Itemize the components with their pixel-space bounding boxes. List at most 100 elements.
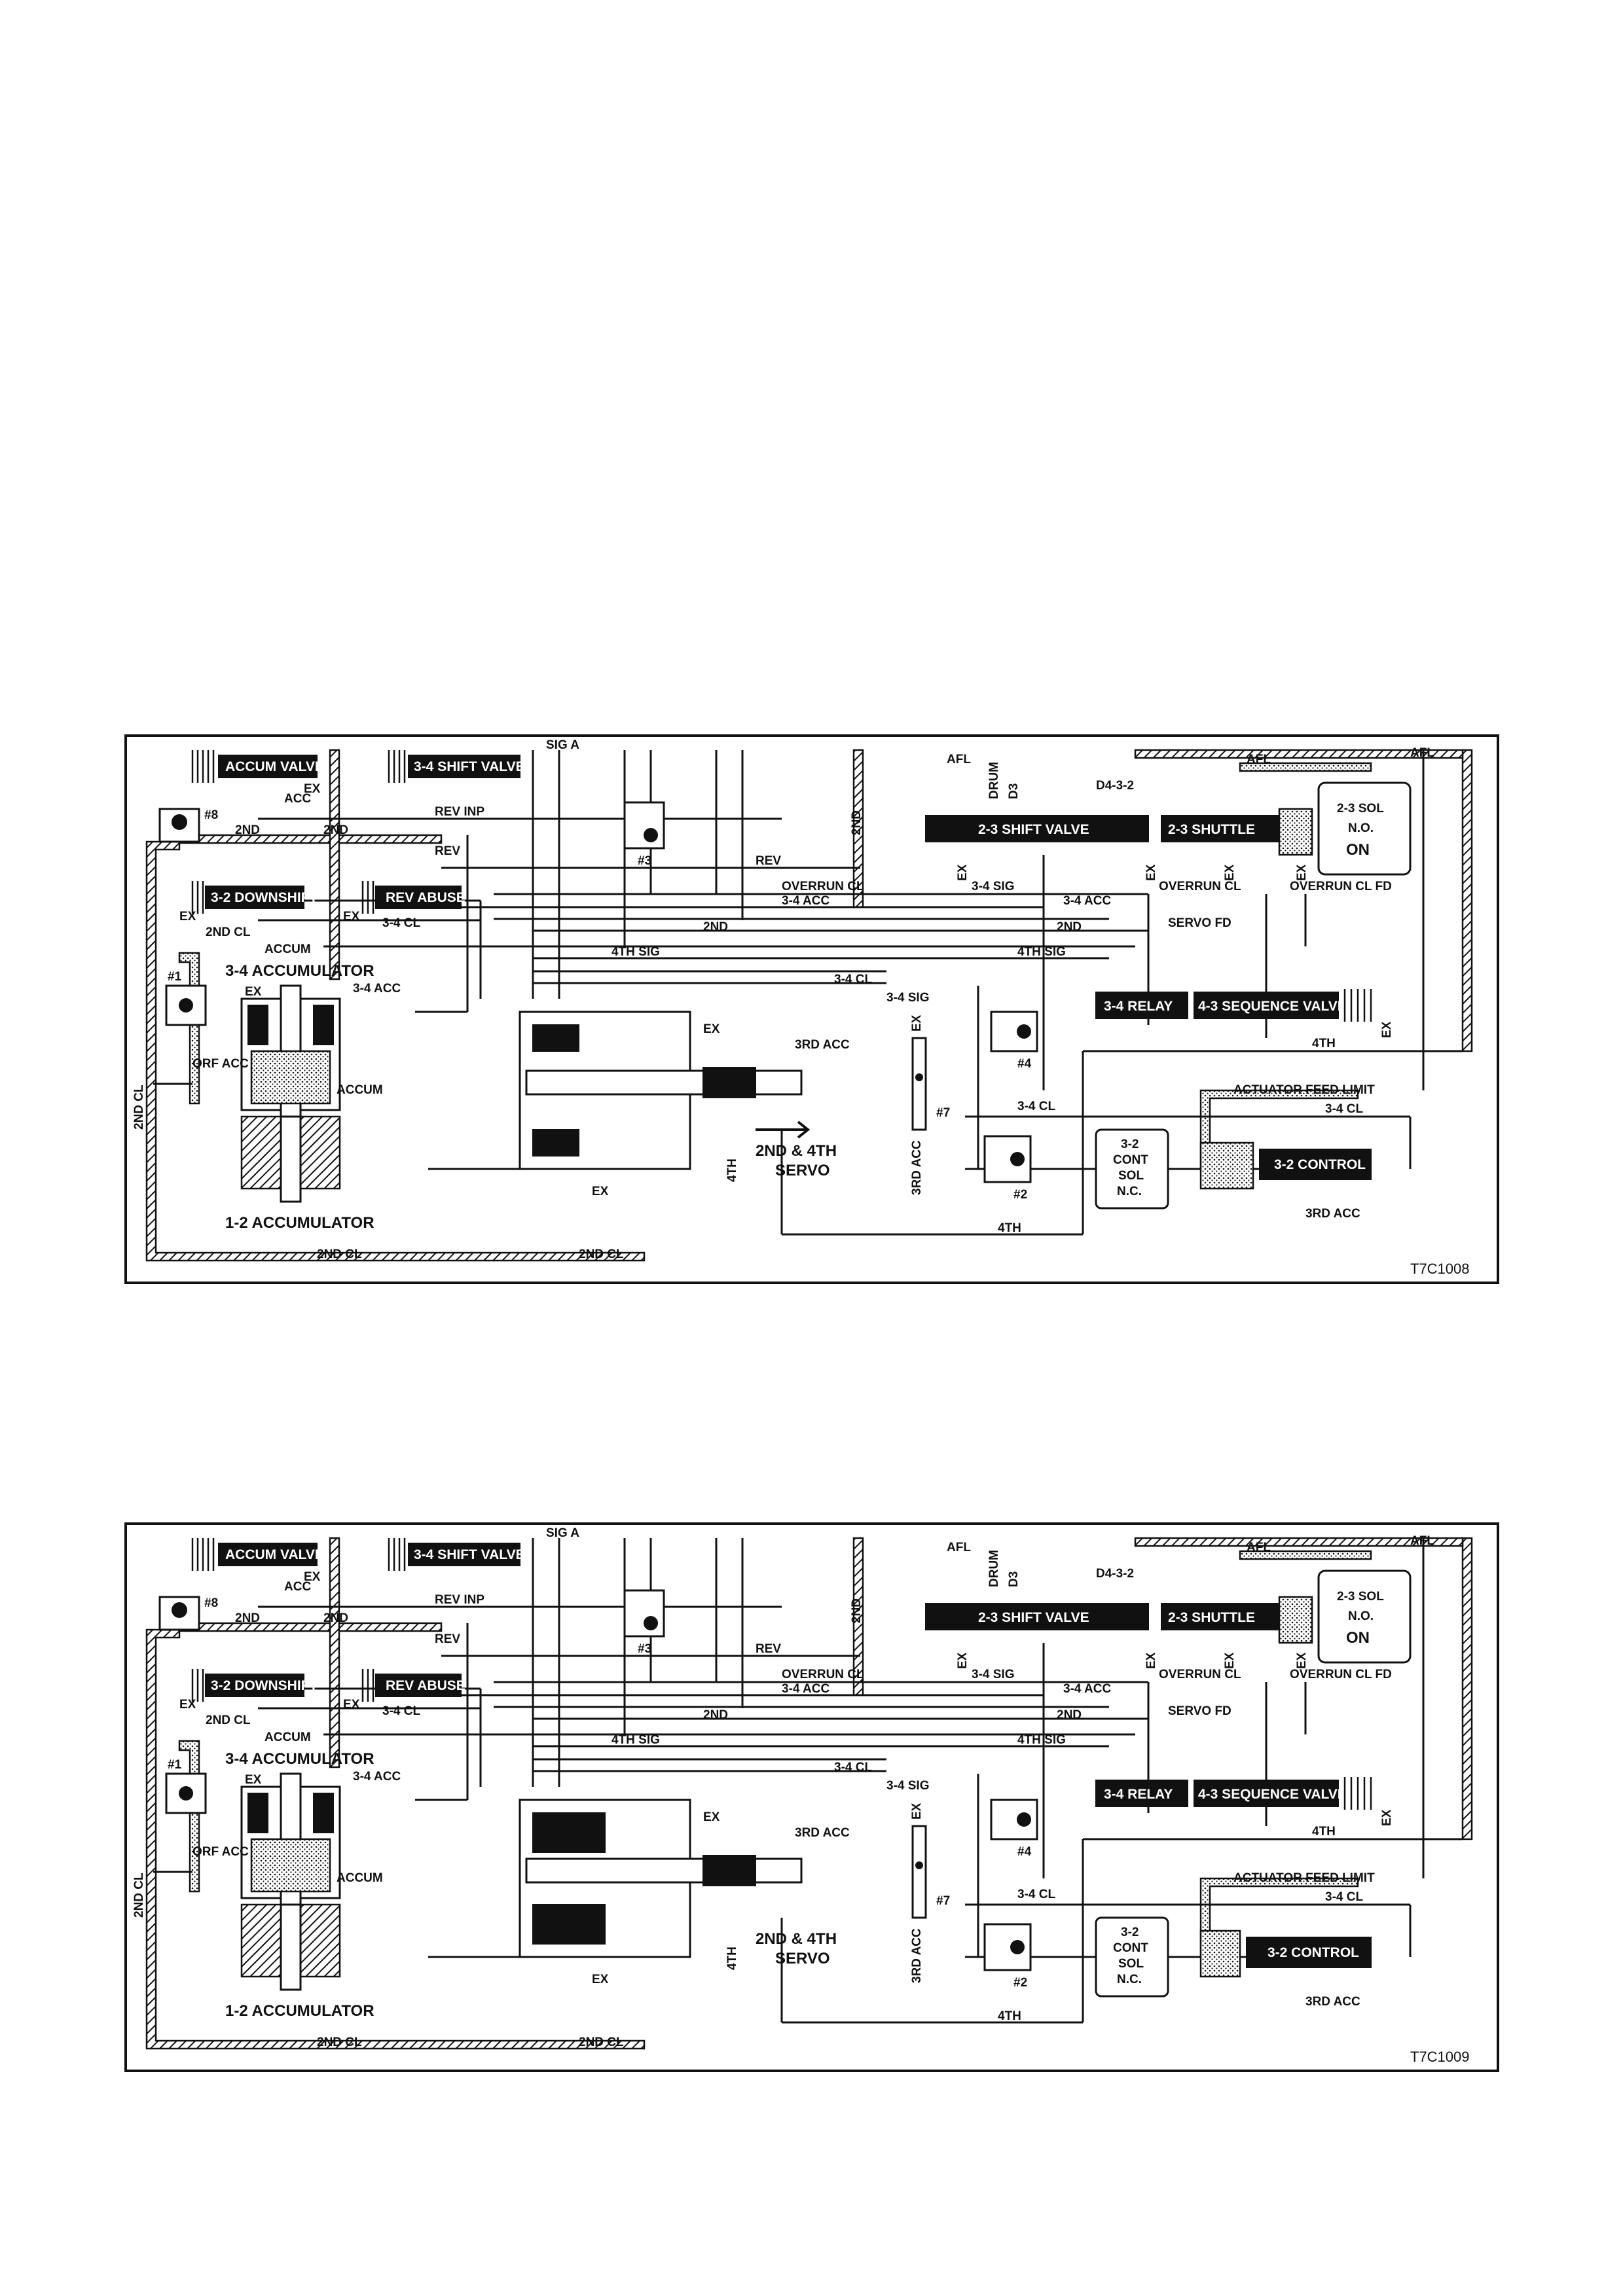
shuttle-valve-23: 2-3 SHUTTLE (1161, 1603, 1280, 1630)
afl-mid-passage (1239, 1550, 1372, 1560)
check-ball-3: #3 (623, 1589, 665, 1656)
shift-valve-23: 2-3 SHIFT VALVE (925, 815, 1149, 842)
rev-inp-label: REV INP (435, 1593, 484, 1607)
shuttle-23-label: 2-3 SHUTTLE (1168, 1610, 1255, 1625)
check-ball-3: #3 (623, 801, 665, 868)
circuit-lines (153, 750, 1463, 1236)
overrun-cl-fd-label: OVERRUN CL FD (1290, 880, 1392, 893)
sol-no-label: N.O. (1348, 821, 1374, 835)
solenoid-23: 2-3 SOL N.O. ON (1278, 1570, 1412, 1664)
4th-sig-label-left: 4TH SIG (611, 945, 660, 959)
check-7-label: #7 (936, 1894, 950, 1908)
4th-sig-label-left: 4TH SIG (611, 1733, 660, 1747)
d3-label: D3 (1007, 783, 1021, 799)
ex-label-23a: EX (956, 864, 970, 881)
circuit-lines (153, 1538, 1463, 2024)
afl-top-passage (1134, 1537, 1464, 1547)
ex-label-servo-bottom: EX (592, 1973, 609, 1986)
ex-label-check7: EX (910, 1014, 924, 1031)
d432-label: D4-3-2 (1096, 779, 1134, 793)
shuttle-23-label: 2-3 SHUTTLE (1168, 822, 1255, 837)
sig-a-label: SIG A (546, 1526, 579, 1540)
ex-label-rev-abuse: EX (343, 910, 360, 924)
sequence-43-valve: 4-3 SEQUENCE VALVE (1194, 989, 1372, 1022)
cont-solenoid-32: 3-2 CONT SOL N.C. (1095, 1916, 1169, 1998)
check-2-label: #2 (1013, 1976, 1027, 1990)
2nd-label-right: 2ND (1057, 1708, 1082, 1722)
ex-label-seq: EX (1380, 1809, 1394, 1826)
hydraulic-circuit-1: ACCUM VALVE 3-4 SHIFT VALVE SIG A #8 2ND… (132, 738, 1473, 1277)
2nd-label-b: 2ND (323, 823, 348, 837)
3-4-cl-label-check: 3-4 CL (1017, 1888, 1055, 1901)
2nd-label: 2ND (235, 1611, 260, 1625)
control-32-label: 3-2 CONTROL (1267, 1945, 1359, 1960)
4th-label-vertical: 4TH (725, 1158, 739, 1182)
orf-acc-label: ORF ACC (192, 1845, 249, 1859)
right-feed-passage (1461, 749, 1473, 1052)
2nd-label-vertical: 2ND (850, 810, 864, 835)
accum-label: ACCUM (264, 942, 311, 956)
3-4-acc-label-right: 3-4 ACC (1063, 1682, 1111, 1696)
accumulator-12-label: 1-2 ACCUMULATOR (225, 1214, 374, 1232)
2nd-cl-passage (145, 1628, 646, 2050)
3-4-cl-label-right: 3-4 CL (1325, 1102, 1363, 1116)
ex-label-23b: EX (1144, 1652, 1158, 1669)
rev-label-left: REV (435, 1632, 460, 1646)
cont-sol-label-2: CONT (1113, 1153, 1148, 1167)
sequence-43-label: 4-3 SEQUENCE VALVE (1198, 1787, 1347, 1802)
4th-label-bottom: 4TH (998, 2009, 1021, 2023)
accum-label: ACCUM (264, 1731, 311, 1744)
3-4-sig-label-mid: 3-4 SIG (886, 991, 929, 1005)
solenoid-23: 2-3 SOL N.O. ON (1278, 781, 1412, 876)
ex-label-23d: EX (1295, 1652, 1309, 1669)
servo-title-line1: 2ND & 4TH (756, 1142, 837, 1160)
ex-label-accum: EX (245, 985, 262, 999)
overrun-cl-fd-label: OVERRUN CL FD (1290, 1668, 1392, 1681)
ex-label-23b: EX (1144, 864, 1158, 881)
ex-label-top: EX (304, 1570, 321, 1584)
4th-label-right: 4TH (1312, 1037, 1336, 1050)
4th-sig-label-right: 4TH SIG (1017, 945, 1066, 959)
check-ball-4: #4 (990, 1011, 1038, 1071)
accum-valve: ACCUM VALVE (191, 750, 324, 783)
check-1-label: #1 (168, 1758, 182, 1772)
3-4-accumulator-passage (178, 1740, 200, 1893)
control-32-label: 3-2 CONTROL (1274, 1157, 1366, 1172)
accum-valve: ACCUM VALVE (191, 1538, 324, 1571)
figure-id: T7C1009 (1410, 2049, 1470, 2065)
2nd-label-b: 2ND (323, 1611, 348, 1625)
servo-2nd-4th: EX EX 2ND & 4TH SERVO (519, 1011, 837, 1198)
cont-sol-label-3: SOL (1118, 1957, 1144, 1971)
cont-solenoid-32: 3-2 CONT SOL N.C. (1095, 1128, 1169, 1210)
3rd-acc-label-servo: 3RD ACC (795, 1826, 850, 1840)
check-ball-7: #7 (911, 1037, 950, 1131)
orf-acc-label: ORF ACC (192, 1057, 249, 1071)
2nd-cl-passage (145, 840, 646, 1262)
accum-valve-label: ACCUM VALVE (225, 759, 324, 774)
3-4-cl-label-left: 3-4 CL (382, 916, 420, 930)
accum-label-right: ACCUM (337, 1083, 383, 1097)
overrun-cl-label-mid: OVERRUN CL (782, 880, 864, 893)
shift-valve-34: 3-4 SHIFT VALVE (388, 1538, 525, 1571)
3-4-accumulator-passage (178, 952, 200, 1105)
ex-label-23c: EX (1223, 864, 1237, 881)
servo-title-line1: 2ND & 4TH (756, 1930, 837, 1948)
3-4-cl-label-left: 3-4 CL (382, 1704, 420, 1718)
d432-label: D4-3-2 (1096, 1567, 1134, 1581)
shift-valve-34-label: 3-4 SHIFT VALVE (414, 1547, 525, 1562)
2nd-label-right: 2ND (1057, 920, 1082, 934)
3rd-acc-label-vertical: 3RD ACC (910, 1140, 924, 1195)
ex-label-top: EX (304, 782, 321, 796)
2nd-cl-label-top: 2ND CL (206, 1713, 251, 1727)
ex-label-servo-top: EX (703, 1810, 720, 1824)
cont-sol-label-2: CONT (1113, 1941, 1148, 1955)
ex-label-23a: EX (956, 1652, 970, 1669)
4th-sig-label-right: 4TH SIG (1017, 1733, 1066, 1747)
rev-inp-label: REV INP (435, 805, 484, 819)
overrun-cl-label-mid: OVERRUN CL (782, 1668, 864, 1681)
2nd-cl-label-top: 2ND CL (206, 925, 251, 939)
2nd-cl-label-vertical: 2ND CL (132, 1085, 146, 1130)
2nd-feed-passage (178, 834, 443, 844)
sol-state-label: ON (1346, 841, 1370, 859)
d3-label: D3 (1007, 1571, 1021, 1587)
